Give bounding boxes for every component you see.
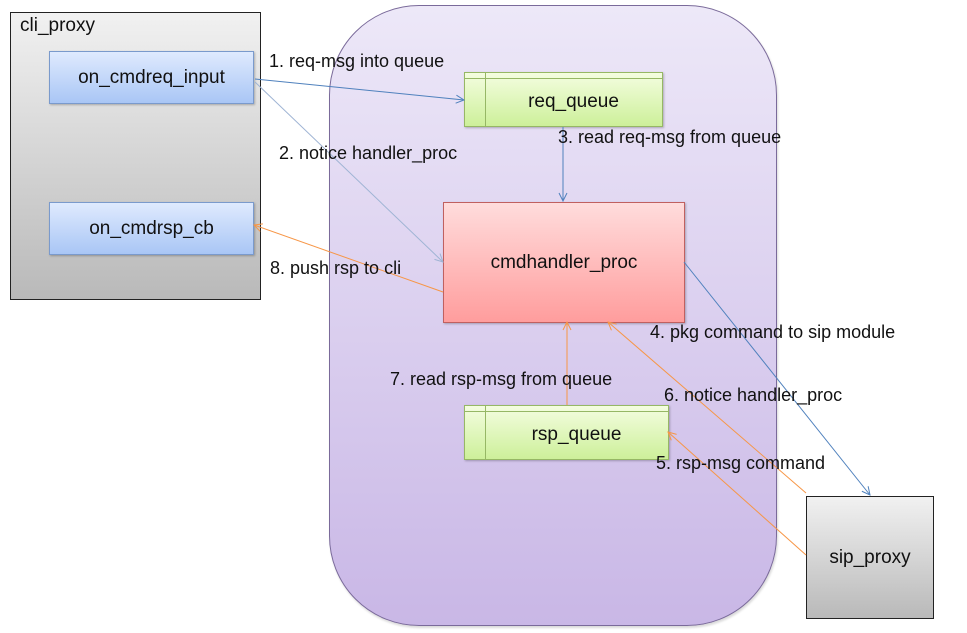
edge-4-line: [683, 261, 870, 495]
req-queue-label: req_queue: [528, 90, 619, 112]
req-queue-node[interactable]: req_queue: [464, 72, 663, 127]
sip-proxy-node[interactable]: sip_proxy: [806, 496, 934, 619]
edge-1-line: [254, 78, 464, 100]
on-cmdrsp-cb-node[interactable]: on_cmdrsp_cb: [49, 202, 254, 255]
rsp-queue-node[interactable]: rsp_queue: [464, 405, 669, 460]
rsp-queue-label: rsp_queue: [531, 423, 622, 445]
edge-3-label: 3. read req-msg from queue: [558, 127, 782, 147]
edge-5-line: [668, 432, 807, 556]
queue-header-line: [465, 78, 662, 79]
queue-side-line: [485, 73, 486, 126]
queue-side-line: [485, 406, 486, 459]
edge-8-label: 8. push rsp to cli: [270, 258, 402, 278]
edge-6-line: [608, 322, 807, 494]
edge-8-line: [254, 225, 444, 293]
cmdhandler-proc-node[interactable]: cmdhandler_proc: [443, 202, 685, 323]
edge-5-label: 5. rsp-msg command: [656, 453, 826, 473]
queue-header-line: [465, 411, 668, 412]
edge-2-label: 2. notice handler_proc: [279, 143, 458, 163]
edge-6-label: 6. notice handler_proc: [664, 385, 843, 405]
edge-4-label: 4. pkg command to sip module: [650, 322, 896, 342]
edge-7-label: 7. read rsp-msg from queue: [390, 369, 613, 389]
cli-proxy-label: cli_proxy: [20, 15, 95, 36]
edge-1-label: 1. req-msg into queue: [269, 51, 445, 71]
edge-2-line: [254, 81, 443, 262]
on-cmdreq-input-node[interactable]: on_cmdreq_input: [49, 51, 254, 104]
